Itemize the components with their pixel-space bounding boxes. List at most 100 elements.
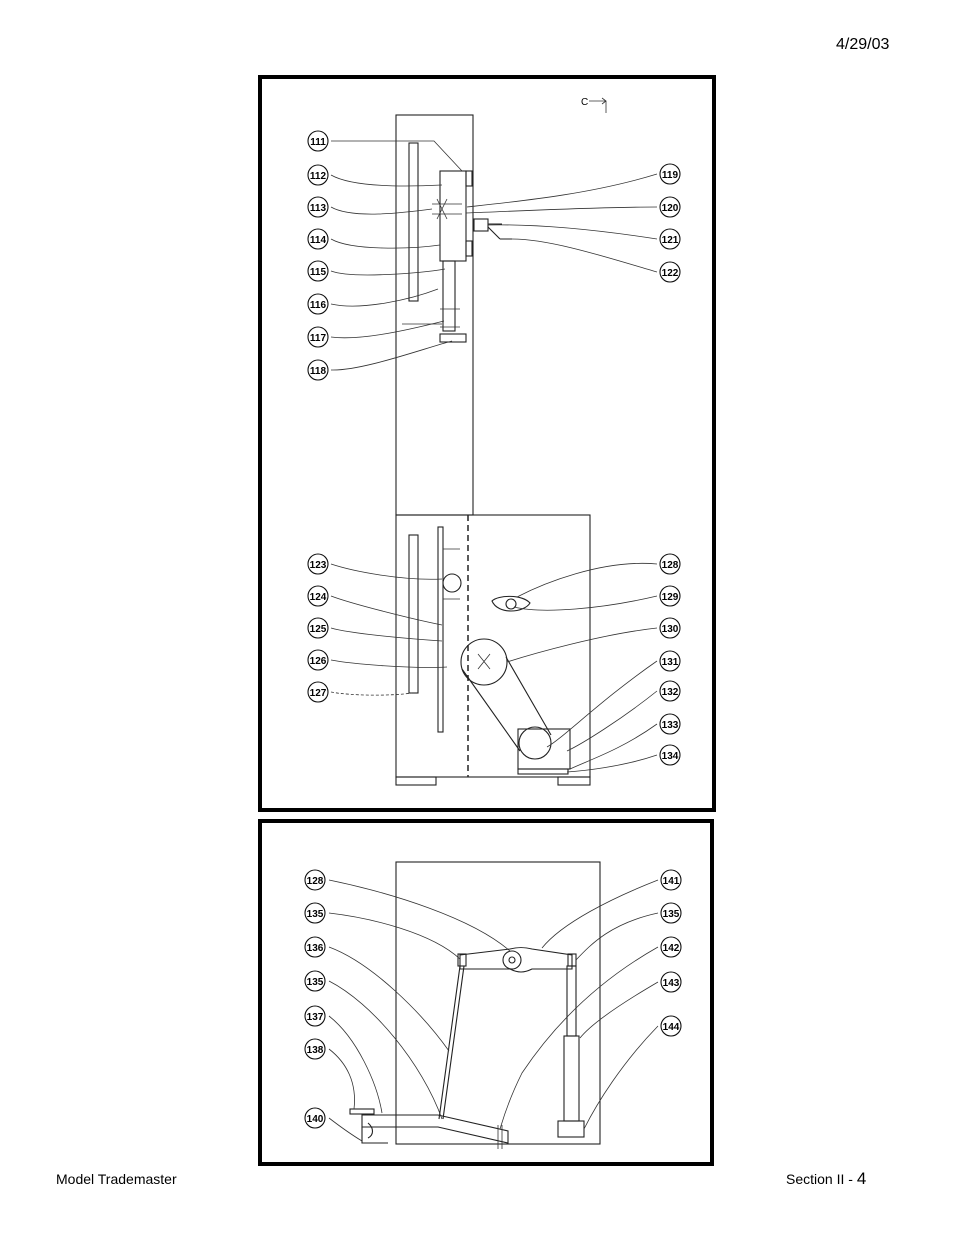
svg-text:113: 113 (310, 203, 327, 214)
footer-model-name: Model Trademaster (56, 1171, 177, 1187)
callout-129: 129 (659, 585, 681, 607)
callout-136: 136 (304, 936, 326, 958)
svg-text:133: 133 (662, 720, 679, 731)
svg-text:134: 134 (662, 751, 679, 762)
upper-column (395, 114, 474, 516)
guide-assembly (439, 170, 467, 262)
callout-128: 128 (659, 553, 681, 575)
svg-text:135: 135 (663, 909, 680, 920)
linkage-plate (491, 595, 531, 612)
callout-119: 119 (659, 163, 681, 185)
svg-text:118: 118 (310, 366, 327, 377)
rocker-plate (459, 946, 573, 973)
svg-text:130: 130 (662, 624, 679, 635)
rocker-pivot (502, 950, 522, 970)
callout-133: 133 (659, 713, 681, 735)
svg-text:112: 112 (310, 171, 327, 182)
linkage-front-view-drawing: 128 135 136 135 137 138 140 141 135 142 … (304, 861, 682, 1149)
svg-text:116: 116 (310, 300, 327, 311)
drive-belt (461, 656, 552, 752)
svg-text:129: 129 (662, 592, 679, 603)
saw-side-view-drawing: C (307, 97, 681, 786)
svg-text:137: 137 (307, 1012, 324, 1023)
foot-left (395, 776, 437, 786)
callout-121: 121 (659, 228, 681, 250)
svg-text:132: 132 (662, 687, 679, 698)
svg-text:138: 138 (307, 1045, 324, 1056)
svg-text:115: 115 (310, 267, 327, 278)
callout-111: 111 (307, 130, 329, 152)
page-date: 4/29/03 (836, 36, 890, 53)
callout-125: 125 (307, 617, 329, 639)
callout-128: 128 (304, 869, 326, 891)
svg-text:121: 121 (662, 235, 679, 246)
svg-text:128: 128 (307, 876, 324, 887)
cylinder-mount (557, 1120, 585, 1138)
upper-wheel (408, 142, 419, 302)
foot-pedal (361, 1114, 509, 1144)
callout-135-upper-left: 135 (304, 902, 326, 924)
left-link-rod (438, 965, 465, 1120)
pedal-hinge (361, 1122, 388, 1144)
foot-right (557, 776, 591, 786)
callout-126: 126 (307, 649, 329, 671)
callout-140: 140 (304, 1107, 326, 1129)
callout-143: 143 (660, 971, 682, 993)
guide-knob-top (465, 170, 473, 187)
tension-pulley (442, 573, 462, 593)
callout-137: 137 (304, 1005, 326, 1027)
svg-text:125: 125 (310, 624, 327, 635)
lower-wheel (408, 534, 419, 694)
callout-130: 130 (659, 617, 681, 639)
callout-138: 138 (304, 1038, 326, 1060)
section-label: Section II - (786, 1171, 857, 1187)
svg-text:135: 135 (307, 977, 324, 988)
figure-saw-side-view: C (258, 75, 716, 812)
svg-text:135: 135 (307, 909, 324, 920)
callout-120: 120 (659, 196, 681, 218)
svg-text:122: 122 (662, 268, 679, 279)
svg-text:111: 111 (310, 137, 326, 148)
callout-115: 115 (307, 260, 329, 282)
callout-127: 127 (307, 681, 329, 703)
cylinder-rod (566, 965, 577, 1037)
svg-text:114: 114 (310, 235, 327, 246)
callout-116: 116 (307, 293, 329, 315)
svg-text:120: 120 (662, 203, 679, 214)
svg-text:144: 144 (663, 1022, 680, 1033)
callout-131: 131 (659, 650, 681, 672)
svg-text:128: 128 (662, 560, 679, 571)
svg-text:141: 141 (663, 876, 680, 887)
svg-text:124: 124 (310, 592, 327, 603)
callout-134: 134 (659, 744, 681, 766)
motor-base (517, 768, 569, 775)
cylinder-body (563, 1035, 580, 1122)
callout-141: 141 (660, 869, 682, 891)
callout-142: 142 (660, 936, 682, 958)
callout-122: 122 (659, 261, 681, 283)
figure-linkage-front-view: 128 135 136 135 137 138 140 141 135 142 … (258, 819, 714, 1166)
guide-knob-bottom (465, 240, 473, 257)
callout-113: 113 (307, 196, 329, 218)
callout-135-lower-left: 135 (304, 970, 326, 992)
callout-112: 112 (307, 164, 329, 186)
blade-post (442, 260, 456, 332)
tension-handle (473, 218, 489, 232)
left-clevis (457, 953, 467, 967)
svg-text:123: 123 (310, 560, 327, 571)
cabinet-outline (395, 861, 601, 1145)
callout-118: 118 (307, 359, 329, 381)
svg-text:142: 142 (663, 943, 680, 954)
svg-text:143: 143 (663, 978, 680, 989)
pedal-pad (349, 1108, 375, 1115)
svg-text:136: 136 (307, 943, 324, 954)
svg-text:127: 127 (310, 688, 327, 699)
motor (517, 728, 571, 770)
footer-section: Section II - 4 (786, 1169, 866, 1189)
lower-cabinet (395, 514, 591, 778)
svg-text:117: 117 (310, 333, 327, 344)
svg-text:131: 131 (662, 657, 679, 668)
callout-123: 123 (307, 553, 329, 575)
callout-114: 114 (307, 228, 329, 250)
callout-135-right: 135 (660, 902, 682, 924)
